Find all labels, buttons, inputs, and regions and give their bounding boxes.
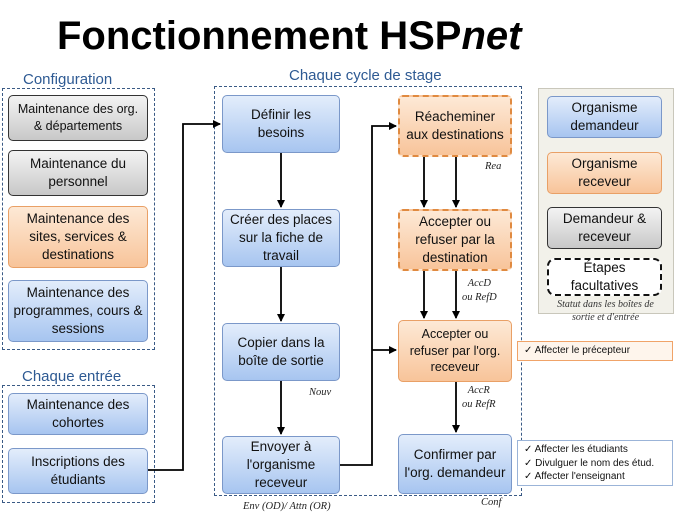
box-confirmer-demandeur: Confirmer par l'org. demandeur xyxy=(398,434,512,494)
status-nouv: Nouv xyxy=(309,387,332,398)
checklist-demandeur: ✓ Affecter les étudiants ✓ Divulguer le … xyxy=(517,440,673,486)
check-icon: ✓ xyxy=(524,345,535,356)
box-accepter-destination: Accepter ou refuser par la destination xyxy=(398,209,512,271)
chaque-entree-group xyxy=(2,385,155,503)
box-copier-boite-sortie: Copier dans la boîte de sortie xyxy=(222,323,340,381)
legend-note: Statut dans les boîtes de sortie et d'en… xyxy=(557,299,654,323)
box-maintenance-sites: Maintenance des sites, services & destin… xyxy=(8,206,148,268)
status-env: Env (OD)/ Attn (OR) xyxy=(243,501,331,512)
box-maintenance-org: Maintenance des org. & départements xyxy=(8,95,148,141)
legend-demandeur-receveur: Demandeur & receveur xyxy=(547,207,662,249)
status-conf: Conf xyxy=(481,497,502,508)
checklist-receveur: ✓ Affecter le précepteur xyxy=(517,341,673,361)
configuration-group xyxy=(2,88,155,350)
arrow-envoyer-to-right xyxy=(340,122,397,466)
box-maintenance-personnel: Maintenance du personnel xyxy=(8,150,148,196)
configuration-label: Configuration xyxy=(21,71,115,88)
box-definir-besoins: Définir les besoins xyxy=(222,95,340,153)
box-maintenance-programmes: Maintenance des programmes, cours & sess… xyxy=(8,280,148,342)
legend-organisme-demandeur: Organisme demandeur xyxy=(547,96,662,138)
box-maintenance-cohortes: Maintenance des cohortes xyxy=(8,393,148,435)
check-icon: ✓ xyxy=(524,444,535,455)
box-envoyer-organisme: Envoyer à l'organisme receveur xyxy=(222,436,340,494)
box-accepter-org-receveur: Accepter ou refuser par l'org. receveur xyxy=(398,320,512,382)
box-reacheminer: Réacheminer aux destinations xyxy=(398,95,512,157)
cycle-group xyxy=(214,86,522,496)
cycle-label: Chaque cycle de stage xyxy=(287,67,444,84)
arrow-inscriptions-to-definir xyxy=(148,120,221,471)
chaque-entree-label: Chaque entrée xyxy=(20,368,124,385)
box-creer-places: Créer des places sur la fiche de travail xyxy=(222,209,340,267)
legend-organisme-receveur: Organisme receveur xyxy=(547,152,662,194)
status-rea: Rea xyxy=(485,161,502,172)
check-icon: ✓ xyxy=(524,457,536,469)
box-inscriptions-etudiants: Inscriptions des étudiants xyxy=(8,448,148,494)
legend-etapes-facultatives: Étapes facultatives xyxy=(547,258,662,296)
check-icon: ✓ xyxy=(524,471,535,482)
page-title: Fonctionnement HSPnet xyxy=(57,14,522,58)
